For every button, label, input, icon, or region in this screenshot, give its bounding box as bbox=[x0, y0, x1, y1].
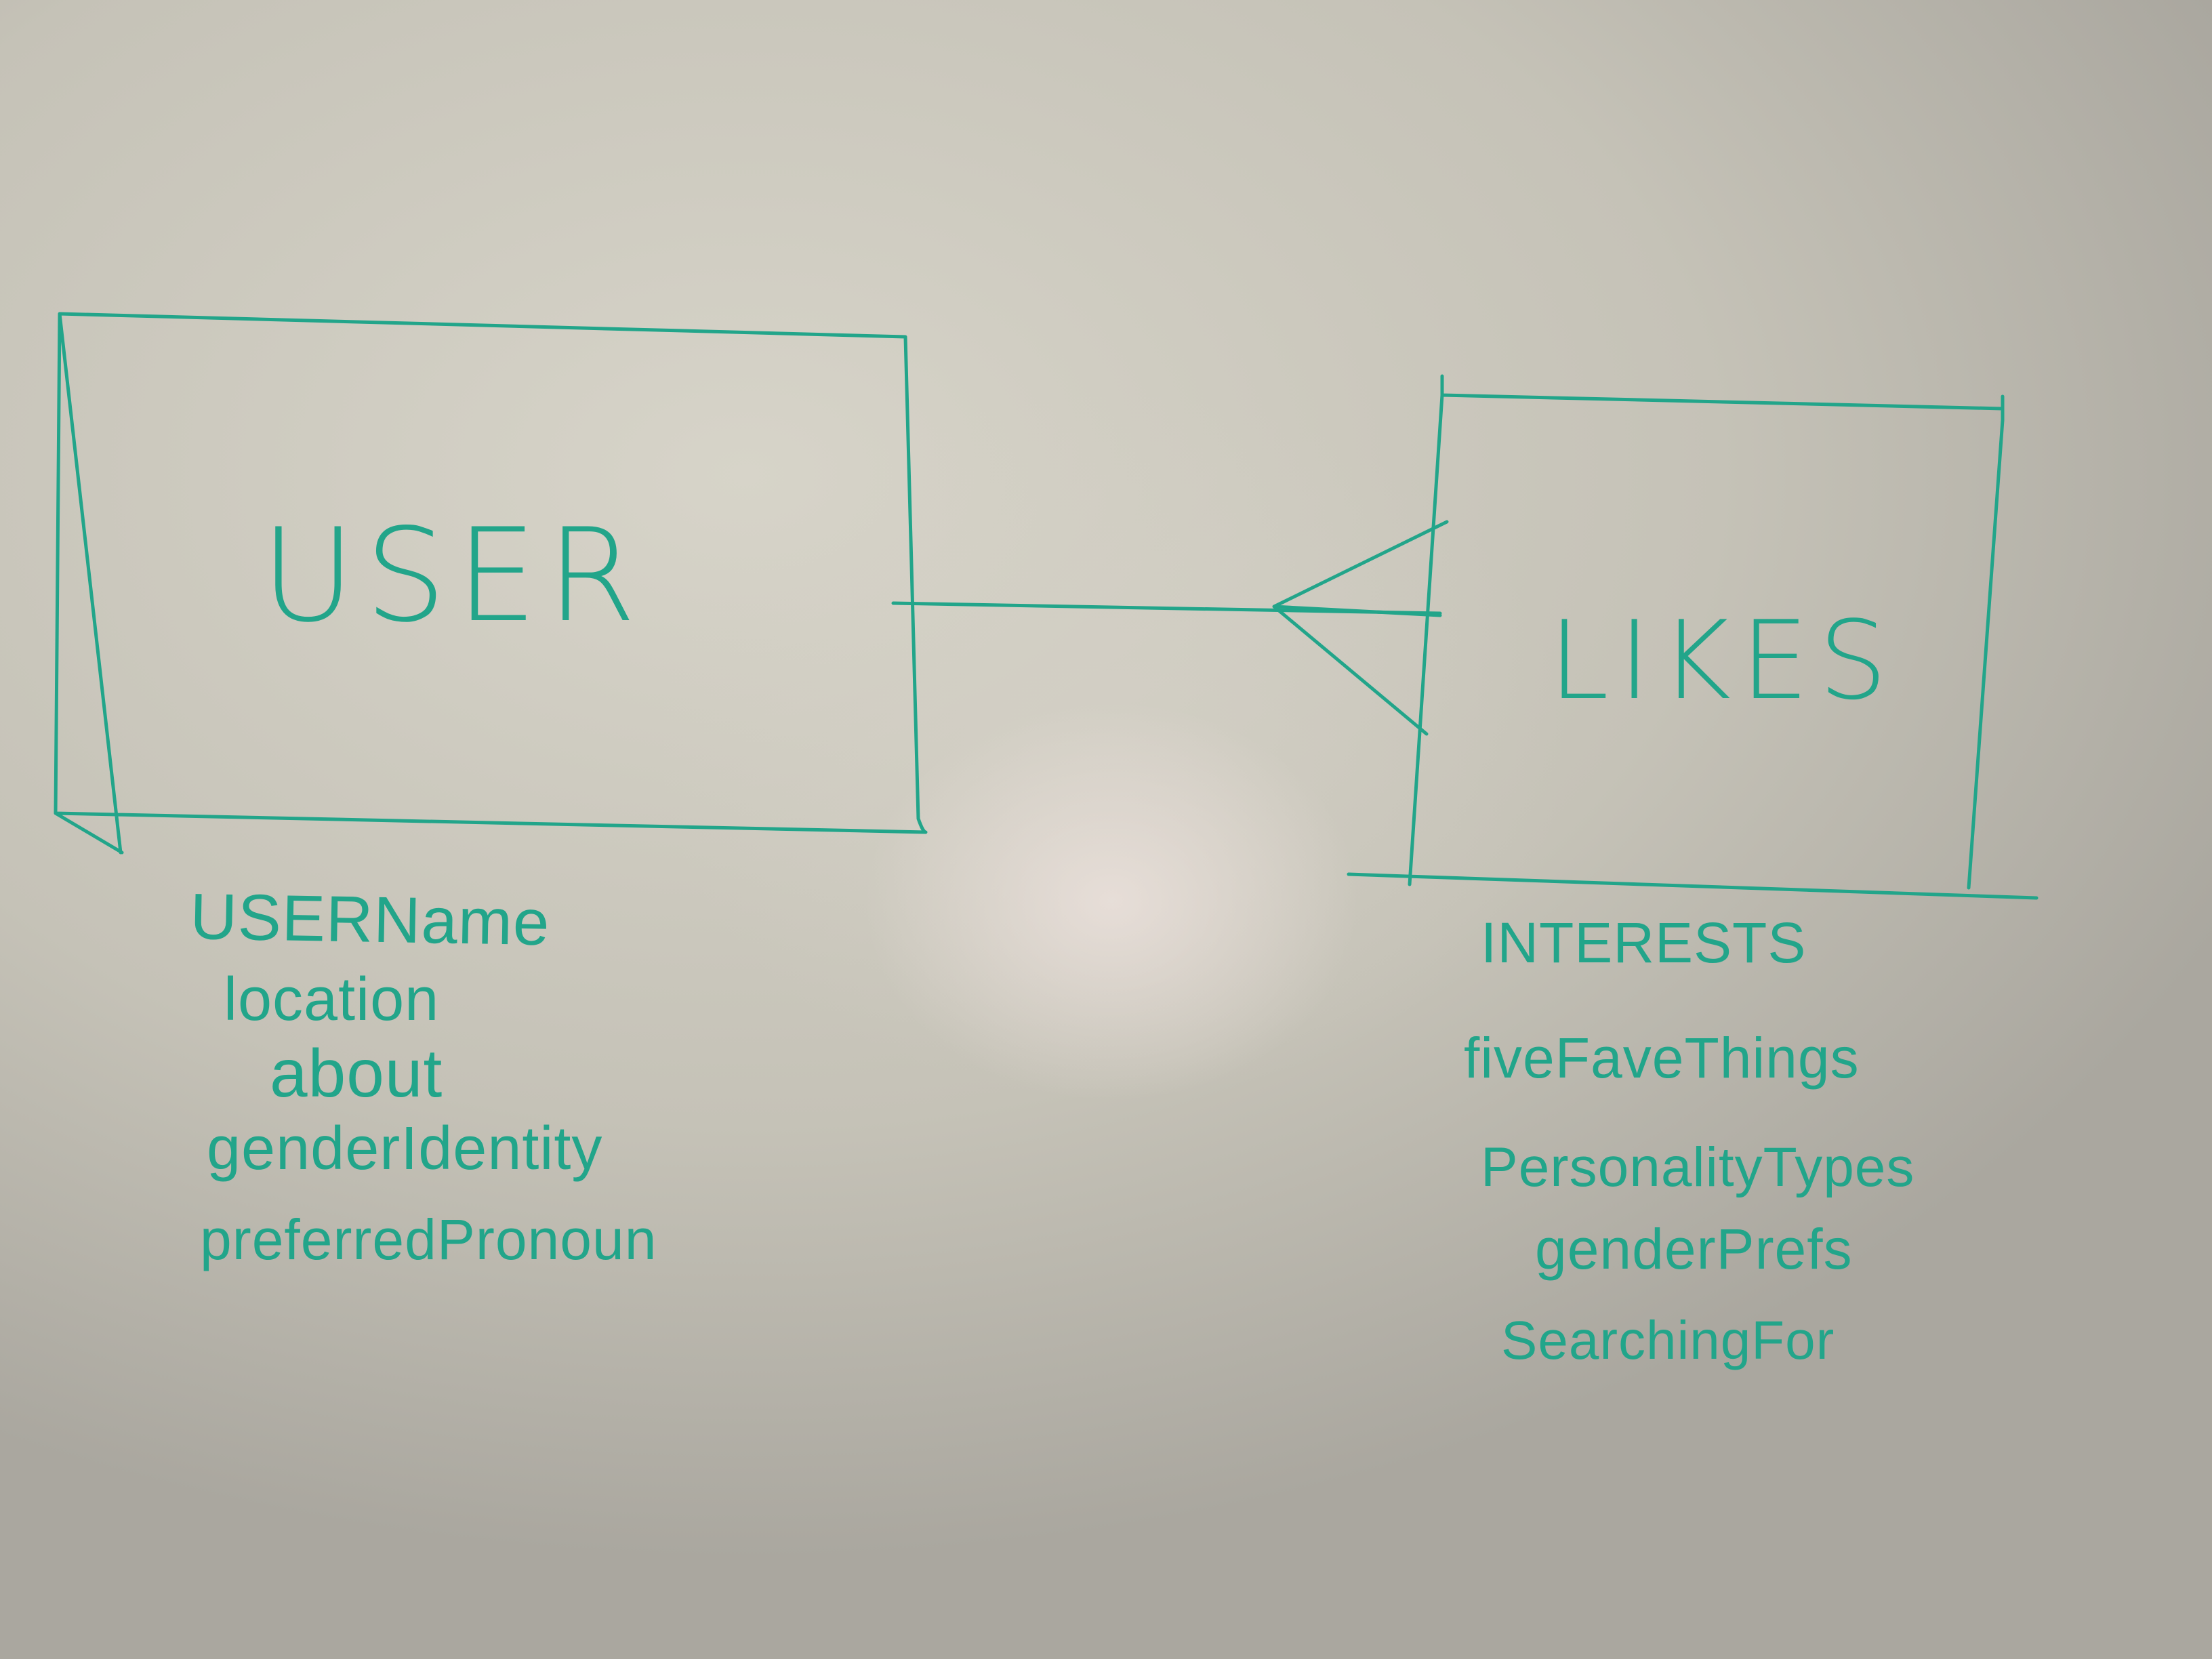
user-attribute: location bbox=[224, 966, 439, 1033]
likes-attribute: fiveFaveThings bbox=[1464, 1026, 1860, 1090]
relationship-user-likes bbox=[891, 520, 1449, 736]
likes-attribute: PersonalityTypes bbox=[1481, 1136, 1914, 1198]
user-attribute: USERName bbox=[190, 880, 551, 959]
entity-likes-box bbox=[1347, 374, 2039, 900]
likes-attribute: genderPrefs bbox=[1535, 1217, 1853, 1281]
likes-attribute: INTERESTS bbox=[1481, 911, 1806, 975]
entity-user-box bbox=[54, 312, 928, 855]
entity-likes: LIKES bbox=[1347, 374, 2039, 900]
entity-likes-label: LIKES bbox=[1549, 597, 1897, 724]
user-attribute: preferredPronoun bbox=[200, 1208, 657, 1271]
crows-foot-icon bbox=[1272, 520, 1449, 736]
user-attribute: about bbox=[270, 1036, 443, 1111]
likes-attribute: SearchingFor bbox=[1501, 1310, 1835, 1370]
likes-attributes: INTERESTS fiveFaveThings PersonalityType… bbox=[1464, 911, 1914, 1370]
user-attributes: USERName location about genderIdentity p… bbox=[190, 880, 657, 1271]
entity-user-label: USER bbox=[261, 501, 646, 651]
entity-user: USER bbox=[54, 312, 928, 855]
user-attribute: genderIdentity bbox=[207, 1115, 602, 1183]
